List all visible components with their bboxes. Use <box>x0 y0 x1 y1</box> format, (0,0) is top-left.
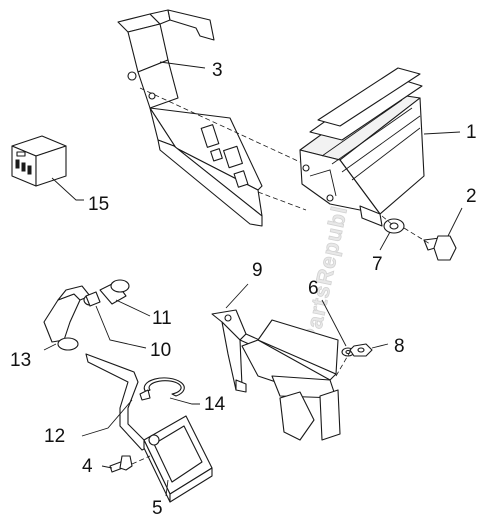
callout-12: 12 <box>44 426 65 447</box>
callout-8: 8 <box>394 336 405 357</box>
assembly-lines <box>131 87 431 465</box>
callout-11: 11 <box>152 308 172 329</box>
callout-13: 13 <box>10 350 31 371</box>
callout-15: 15 <box>88 194 109 215</box>
callout-10: 10 <box>150 340 171 361</box>
callout-7: 7 <box>372 254 383 275</box>
part-13-elbow[interactable] <box>43 285 91 351</box>
callout-6: 6 <box>308 278 319 299</box>
part-3-upper-bracket[interactable] <box>117 9 263 227</box>
callout-9: 9 <box>252 260 263 281</box>
part-9-lower-bracket[interactable] <box>211 309 341 441</box>
part-7-washer[interactable] <box>383 218 405 234</box>
callout-4: 4 <box>82 456 93 477</box>
part-2-bolt[interactable] <box>423 235 457 261</box>
part-10-connector[interactable] <box>83 291 101 307</box>
callout-2: 2 <box>466 186 477 207</box>
part-8-nut[interactable] <box>349 343 373 357</box>
part-5-cover[interactable] <box>143 415 213 503</box>
part-12-hose[interactable] <box>85 353 151 451</box>
part-11-plug[interactable] <box>99 279 130 305</box>
callout-3: 3 <box>212 60 223 81</box>
part-1-voltage-regulator[interactable] <box>299 67 425 227</box>
callout-5: 5 <box>152 498 163 519</box>
part-14-clamp[interactable] <box>139 377 185 401</box>
callout-14: 14 <box>204 394 226 415</box>
leader-lines <box>43 61 463 497</box>
part-4-screw[interactable] <box>109 455 133 473</box>
part-15-connector[interactable] <box>11 135 67 187</box>
callouts: 1 2 3 4 5 6 7 8 9 10 11 12 13 14 15 <box>10 60 477 519</box>
callout-1: 1 <box>466 122 477 143</box>
